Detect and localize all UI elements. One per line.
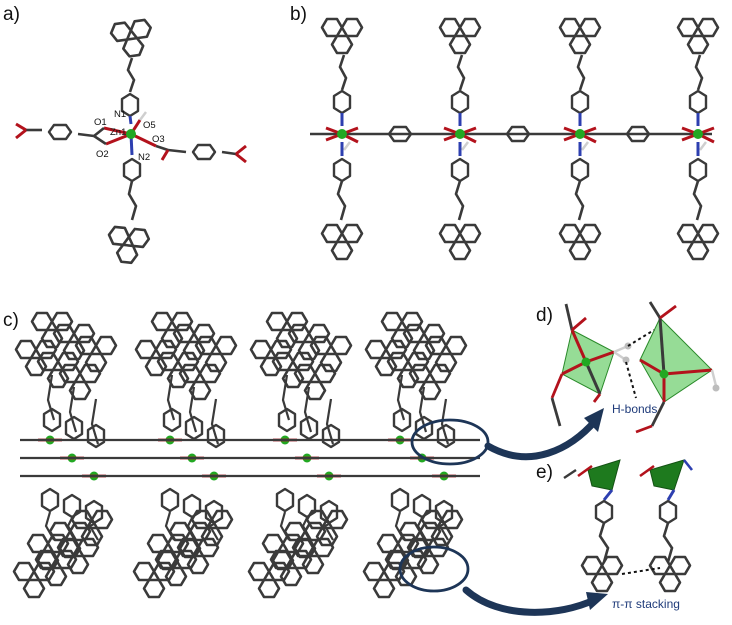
panel-e-stacking: π-π stacking (563, 459, 694, 611)
pyridine-top (570, 89, 590, 115)
chain-units (320, 17, 720, 261)
atom-label-O3: O3 (152, 134, 165, 145)
pyridine-bottom (688, 157, 708, 183)
panel-c-packing (12, 311, 608, 616)
atom-label-O1: O1 (94, 117, 107, 128)
anthracene-bottom (105, 225, 152, 266)
pyridine (297, 493, 317, 519)
hbonds-label: H-bonds (612, 402, 657, 416)
anthracene-e-left (580, 555, 624, 593)
anthracene-bottom (438, 223, 482, 261)
pyridine-bottom (450, 157, 470, 183)
chain-unit (438, 17, 531, 261)
stacking-line (621, 567, 661, 575)
chain-unit (320, 17, 413, 261)
pyridine-bottom (570, 157, 590, 183)
atom-label-O2: O2 (96, 149, 109, 160)
vinyl-linker-bottom (127, 180, 138, 221)
atom-label-O5: O5 (143, 120, 156, 131)
atom-label-N1: N1 (114, 109, 126, 120)
panel-d-hbonds: H-bonds (550, 301, 720, 434)
hbond-line-2 (625, 361, 637, 399)
stacking-label: π-π stacking (612, 597, 680, 611)
pyridine-top (688, 89, 708, 115)
benzene-right (191, 143, 217, 161)
panel-label-b: b) (290, 4, 307, 25)
arrow-to-d (484, 416, 600, 461)
arrow-to-e (462, 586, 598, 616)
anthracene-top (108, 17, 156, 60)
packing-units (12, 311, 468, 599)
zn-atom (126, 129, 136, 139)
vinyl-linker-top (126, 57, 136, 93)
chain-unit (676, 17, 720, 261)
atom-label-Zn1: Zn1 (110, 127, 126, 138)
anthracene-bottom (320, 223, 364, 261)
pyridine (275, 487, 295, 513)
pyridine (160, 487, 180, 513)
panel-label-a: a) (3, 4, 20, 25)
panel-label-e: e) (536, 462, 553, 483)
pyridine (40, 487, 60, 513)
pyridine-bottom (332, 157, 352, 183)
panel-label-d: d) (536, 305, 553, 326)
atom-label-N2: N2 (138, 152, 150, 163)
panel-label-c: c) (3, 310, 19, 331)
benzene-left (47, 123, 73, 141)
pyridine (390, 487, 410, 513)
pyridine-top (450, 89, 470, 115)
pyridine (412, 493, 432, 519)
polyhedron-right (639, 317, 713, 403)
hbond-line-1 (627, 329, 655, 347)
anthracene-top (676, 17, 720, 55)
anthracene-bottom (676, 223, 720, 261)
anthracene-bottom (558, 223, 602, 261)
anthracene-top (438, 17, 482, 55)
anthracene-top (320, 17, 364, 55)
hbond-highlight-ellipse (410, 418, 490, 466)
pyridine-top (332, 89, 352, 115)
anthracene-top (558, 17, 602, 55)
panel-a-zn-complex: N1 Zn1 O1 O2 O3 O5 N2 (15, 17, 247, 266)
anthracene-e-right (648, 555, 692, 593)
chain-unit (558, 17, 651, 261)
pyridine (62, 493, 82, 519)
panel-b-chain (310, 17, 720, 261)
stacking-highlight-ellipse (398, 545, 470, 593)
pyridine (182, 493, 202, 519)
n1-bond (128, 115, 133, 125)
